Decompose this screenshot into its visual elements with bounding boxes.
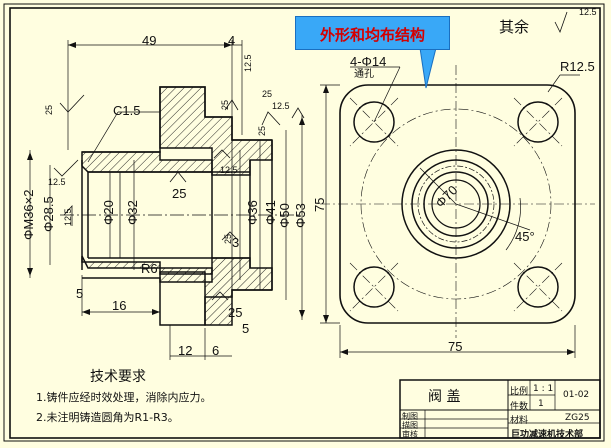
- roughness-symbols: [53, 11, 568, 301]
- requirements-heading: 技术要求: [90, 369, 146, 385]
- dim-chamfer: C1.5: [113, 103, 141, 118]
- dim-16: 16: [112, 298, 127, 313]
- top-view: [320, 47, 595, 358]
- roughness-label-7: 12.5: [220, 165, 238, 175]
- dim-r6: R6: [141, 261, 158, 276]
- drawing-number: 01-02: [563, 390, 590, 400]
- dim-holes: 4-Φ14: [350, 54, 387, 69]
- drawn-label: 制图: [402, 412, 418, 421]
- part-name: 阀 盖: [428, 389, 461, 405]
- dim-45deg: 45°: [515, 229, 535, 244]
- roughness-label-9: 25: [223, 233, 233, 244]
- title-block: [399, 379, 601, 439]
- roughness-label-4: 25: [257, 125, 267, 136]
- arrowheads: [27, 42, 305, 318]
- scale-value: 1 : 1: [533, 384, 554, 394]
- checked-label: 审核: [402, 430, 418, 439]
- requirement-item-1: 1.铸件应经时效处理，消除内应力。: [36, 391, 212, 404]
- dim-36: Φ36: [245, 200, 260, 225]
- requirement-item-2: 2.未注明铸造圆角为R1-R3。: [36, 411, 179, 424]
- dim-r12-5: R12.5: [560, 59, 595, 74]
- callout-text: 外形和均布结构: [319, 26, 425, 44]
- callout-box: 外形和均布结构: [295, 16, 450, 50]
- dim-32: Φ32: [125, 200, 140, 225]
- dim-m36: ΦM36×2: [21, 189, 36, 240]
- dim-width-75: 75: [448, 339, 463, 354]
- material-value: ZG25: [565, 413, 590, 423]
- dim-height-75: 75: [312, 197, 327, 212]
- count-label: 件数: [510, 402, 529, 412]
- rest-note: 其余: [499, 18, 530, 36]
- roughness-label-10: 25: [262, 89, 273, 99]
- section-left-hatch-top: [81, 151, 213, 173]
- roughness-label-5: 12.5: [272, 101, 290, 111]
- dim-6: 6: [212, 343, 220, 358]
- roughness-label-1: 25: [44, 104, 54, 115]
- count-value: 1: [538, 399, 544, 409]
- dim-12: 12: [178, 343, 193, 358]
- material-label: 材料: [510, 416, 529, 426]
- roughness-label-2: 25: [220, 99, 230, 110]
- section-dimension-lines: [29, 40, 303, 360]
- rest-roughness-value: 12.5: [579, 7, 597, 17]
- dim-50: Φ50: [277, 203, 292, 228]
- roughness-label-8: 12.5: [63, 208, 73, 226]
- traced-label: 描图: [402, 421, 418, 430]
- holes-note: 通孔: [354, 69, 374, 80]
- dim-5-right: 5: [242, 321, 250, 336]
- dim-20: Φ20: [101, 200, 116, 225]
- dim-3: 3: [232, 235, 240, 250]
- roughness-label-3: 12.5: [48, 177, 66, 187]
- dim-41: Φ41: [263, 200, 278, 225]
- dim-49: 49: [142, 33, 157, 48]
- scale-label: 比例: [510, 387, 529, 397]
- dim-53: Φ53: [293, 203, 308, 228]
- dim-4: 4: [228, 33, 236, 48]
- dim-28-5: Φ28.5: [41, 196, 56, 232]
- company-name: 巨功减速机技术部: [511, 430, 584, 440]
- dim-5-left: 5: [76, 286, 84, 301]
- outer-frame: [3, 3, 605, 442]
- roughness-label-6: 12.5: [243, 54, 253, 72]
- inner-frame: [9, 7, 601, 439]
- section-left-hatch-bot: [81, 255, 213, 275]
- roughness-25-bottom: 25: [228, 305, 243, 320]
- roughness-25-mid: 25: [172, 186, 187, 201]
